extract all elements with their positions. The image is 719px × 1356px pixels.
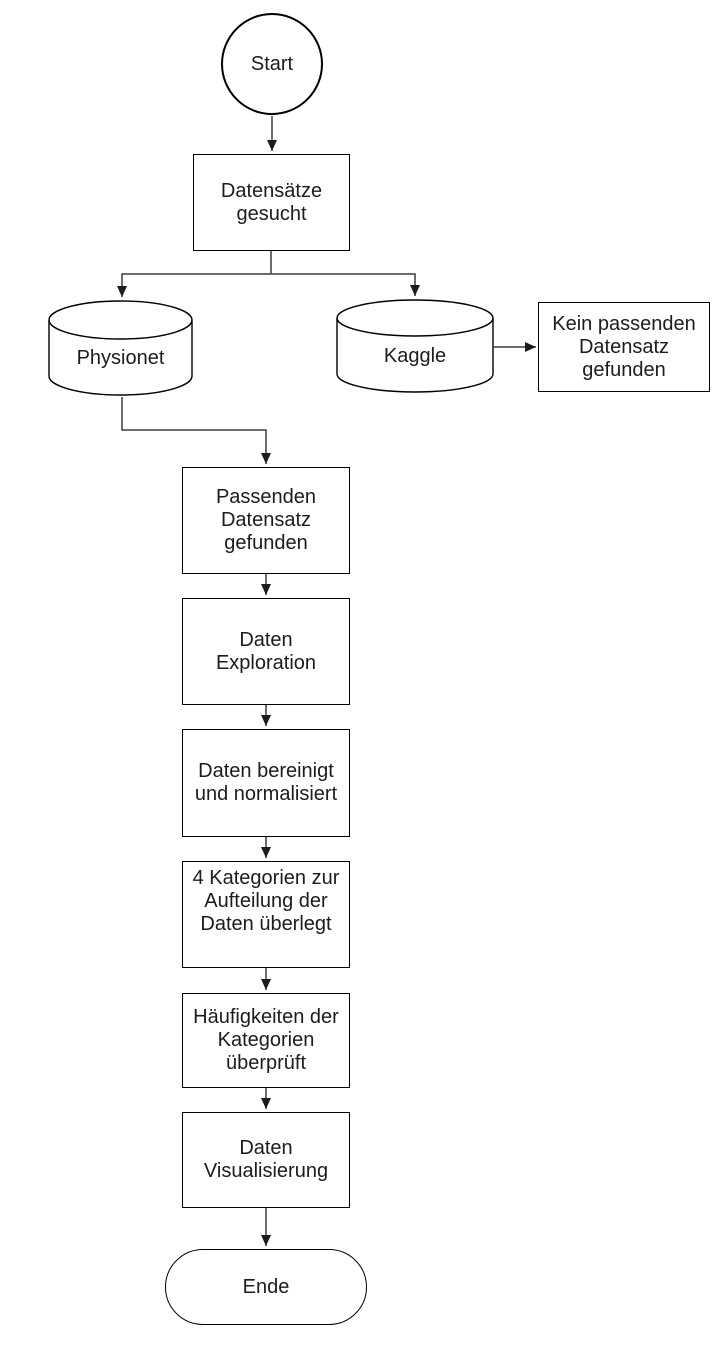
datensaetze-gesucht-label: Datensätze gesucht — [220, 179, 323, 225]
datensaetze-gesucht-node: Datensätze gesucht — [193, 154, 350, 251]
database-cylinder-icon — [48, 300, 193, 396]
haeufigkeiten-ueberprueft-label: Häufigkeiten der Kategorien überprüft — [193, 1006, 339, 1074]
daten-bereinigt-label: Daten bereinigt und normalisiert — [194, 760, 338, 805]
daten-exploration-node: Daten Exploration — [182, 598, 350, 705]
haeufigkeiten-ueberprueft-node: Häufigkeiten der Kategorien überprüft — [182, 993, 350, 1088]
kaggle-database-node: Kaggle — [336, 299, 494, 394]
connector-datensaetze-physionet — [117, 273, 271, 297]
connector-physionet-passenden — [121, 397, 271, 464]
kategorien-ueberlegt-node: 4 Kategorien zur Aufteilung der Daten üb… — [182, 861, 350, 968]
kein-passenden-datensatz-node: Kein passenden Datensatz gefunden — [538, 302, 710, 392]
physionet-database-node: Physionet — [48, 300, 193, 397]
ende-label: Ende — [242, 1275, 290, 1298]
start-label: Start — [250, 52, 294, 75]
daten-bereinigt-node: Daten bereinigt und normalisiert — [182, 729, 350, 837]
kaggle-label: Kaggle — [383, 345, 447, 367]
kein-passenden-datensatz-label: Kein passenden Datensatz gefunden — [552, 312, 696, 381]
passenden-datensatz-label: Passenden Datensatz gefunden — [215, 486, 317, 554]
ende-node: Ende — [165, 1249, 367, 1325]
physionet-label: Physionet — [76, 347, 165, 369]
daten-visualisierung-label: Daten Visualisierung — [203, 1137, 329, 1182]
connector-datensaetze-kaggle — [271, 273, 420, 296]
kategorien-ueberlegt-label: 4 Kategorien zur Aufteilung der Daten üb… — [192, 867, 340, 935]
daten-visualisierung-node: Daten Visualisierung — [182, 1112, 350, 1208]
daten-exploration-label: Daten Exploration — [215, 628, 317, 674]
database-cylinder-icon — [336, 299, 494, 393]
passenden-datensatz-node: Passenden Datensatz gefunden — [182, 467, 350, 574]
start-node: Start — [221, 13, 323, 115]
